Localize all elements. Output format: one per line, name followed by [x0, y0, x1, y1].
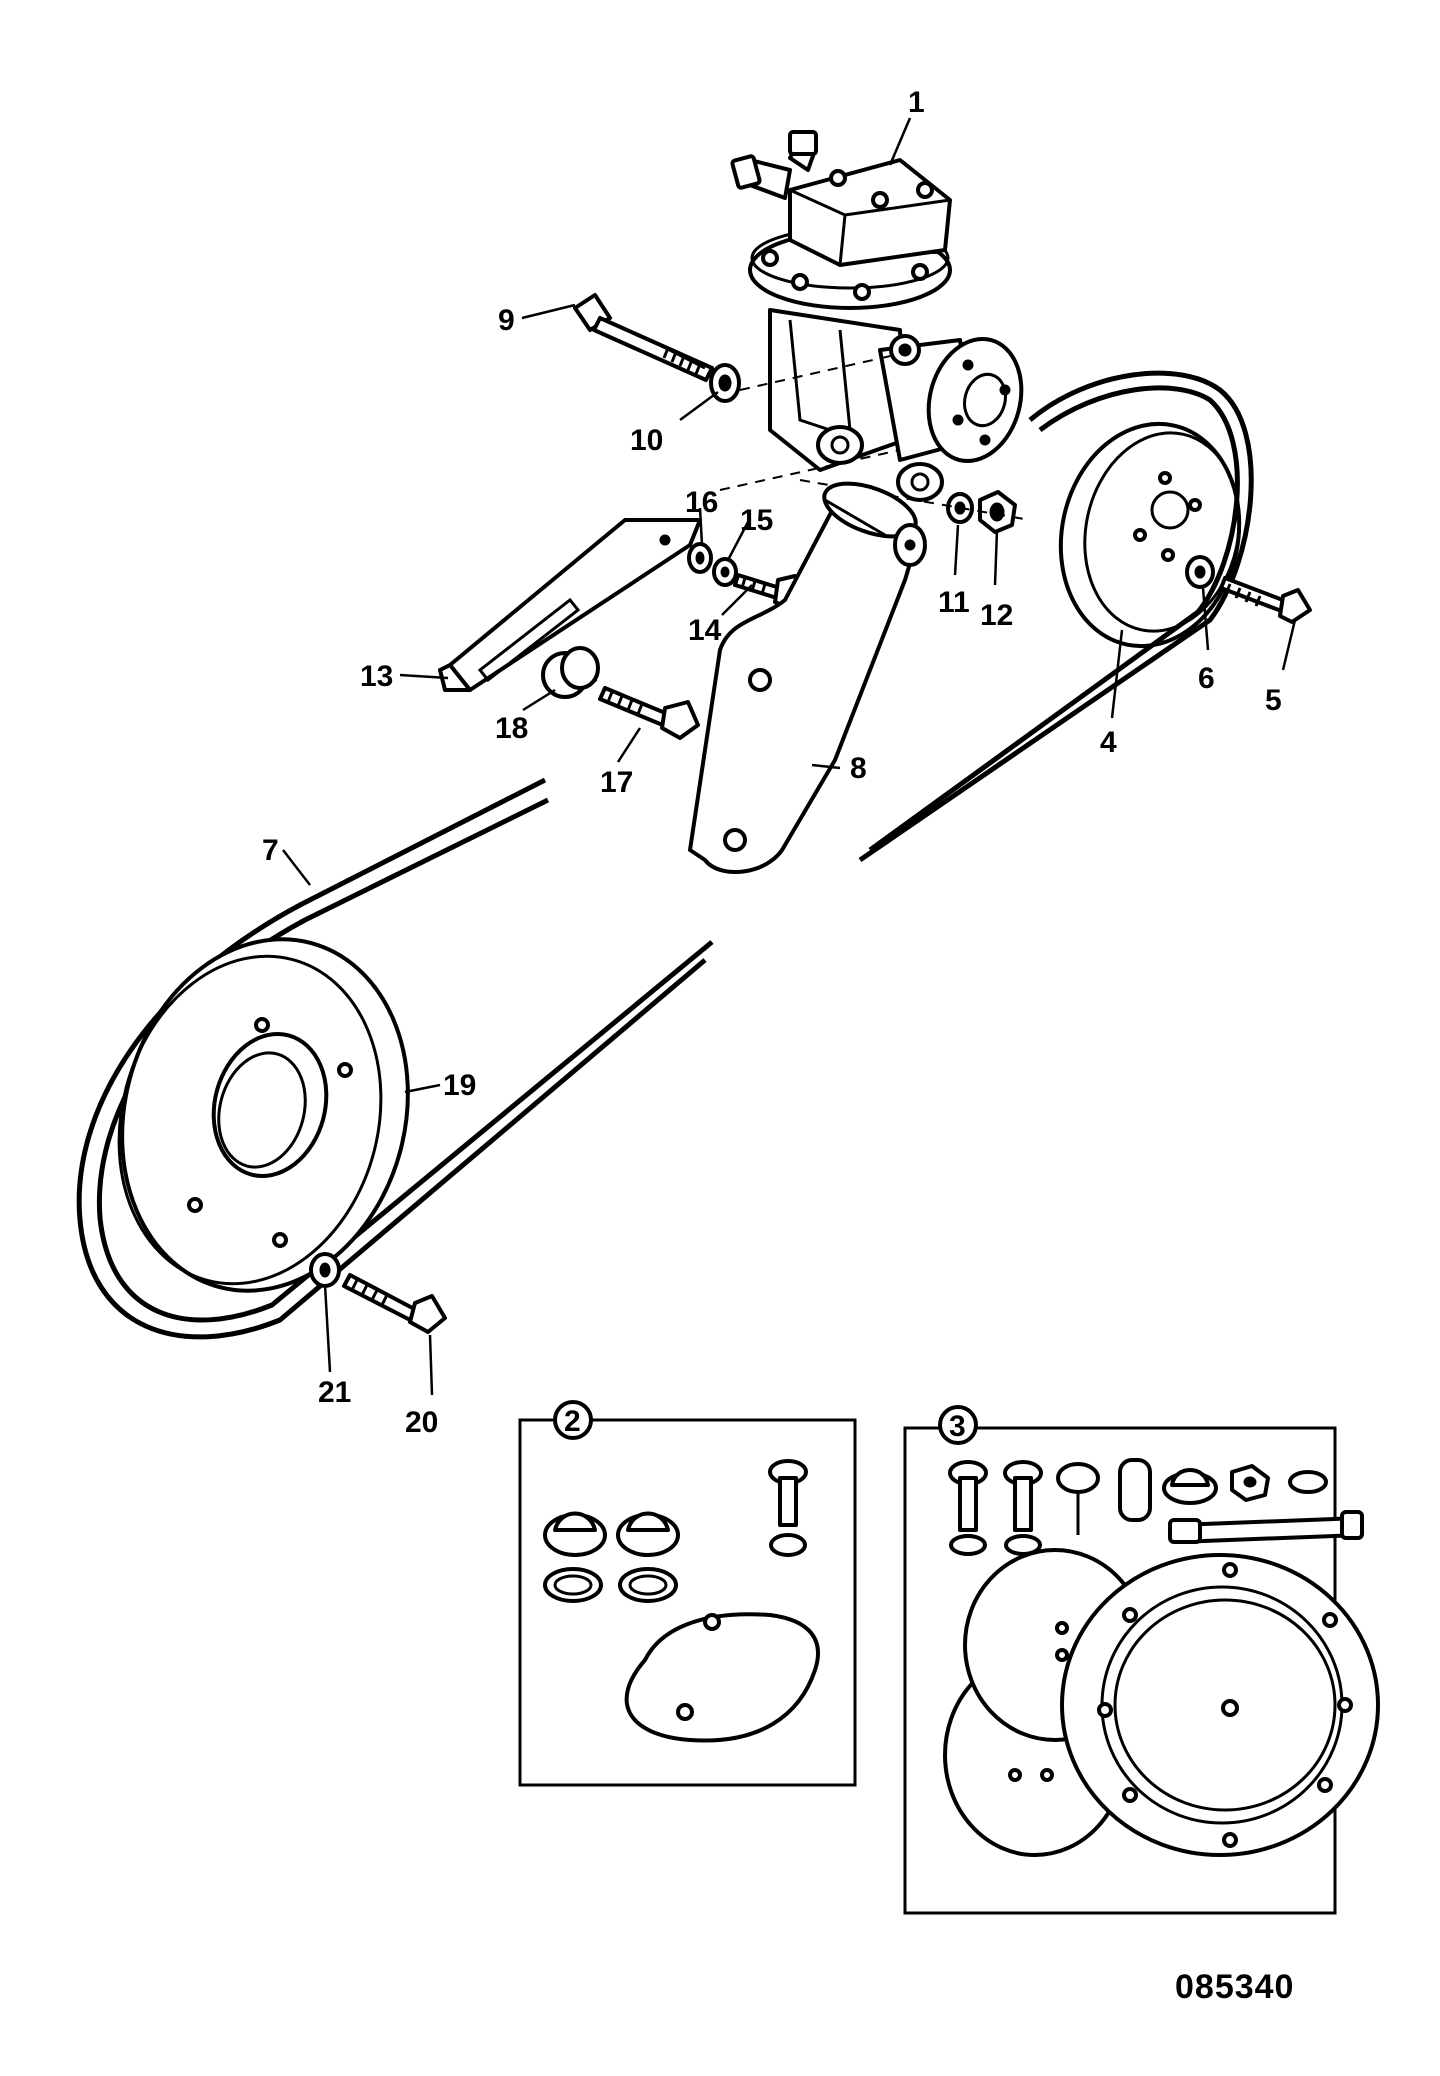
spacer-18	[541, 646, 600, 699]
nut-12	[978, 490, 1017, 534]
washer-6	[1185, 555, 1215, 589]
label-19: 19	[443, 1069, 476, 1102]
bolt-17	[598, 686, 700, 740]
mounting-bracket-8	[688, 481, 927, 874]
label-1: 1	[908, 86, 925, 119]
label-9: 9	[498, 304, 515, 337]
washer-10	[709, 363, 741, 403]
adjusting-link-13	[438, 518, 702, 692]
label-7: 7	[262, 834, 279, 867]
label-15: 15	[740, 504, 773, 537]
kit-label-3: 3	[949, 1410, 966, 1443]
label-18: 18	[495, 712, 528, 745]
kit-label-2: 2	[564, 1405, 581, 1438]
label-8: 8	[850, 752, 867, 785]
label-21: 21	[318, 1376, 351, 1409]
bolt-5	[1219, 576, 1312, 624]
label-6: 6	[1198, 662, 1215, 695]
label-20: 20	[405, 1406, 438, 1439]
label-17: 17	[600, 766, 633, 799]
kit-box-2	[518, 1400, 857, 1787]
label-13: 13	[360, 660, 393, 693]
label-14: 14	[688, 614, 722, 647]
label-11: 11	[938, 586, 970, 619]
crank-pulley-19	[117, 937, 410, 1293]
label-4: 4	[1100, 726, 1117, 759]
washer-21	[309, 1252, 341, 1288]
pump-pulley-4	[1058, 421, 1242, 649]
label-10: 10	[630, 424, 663, 457]
reference-number: 085340	[1175, 1968, 1294, 2006]
kit-box-3	[903, 1405, 1380, 1915]
bolt-20	[342, 1273, 447, 1334]
washer-16	[687, 542, 713, 574]
leader-lines	[282, 117, 1297, 1396]
label-12: 12	[980, 599, 1013, 632]
part-labels: 1 9 10 16 15 14 11 12 13 18 17 8 7 19 21…	[262, 86, 1294, 2006]
bolt-9	[573, 293, 714, 382]
label-5: 5	[1265, 684, 1282, 717]
washer-15	[712, 557, 738, 587]
fuel-pump	[730, 130, 1024, 502]
label-16: 16	[685, 486, 718, 519]
